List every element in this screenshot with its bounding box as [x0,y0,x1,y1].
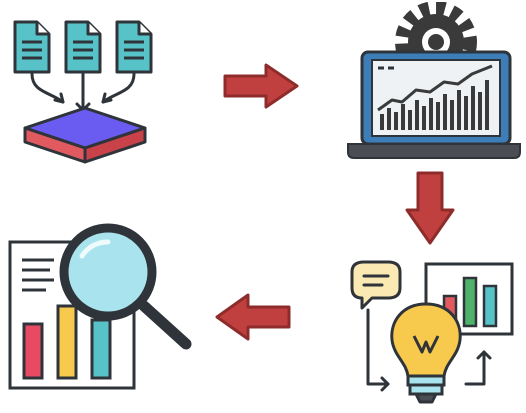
flow-connectors [366,308,492,392]
step-3-insight [344,252,524,410]
lightbulb-icon [390,302,462,404]
step-1-data-collection [5,10,165,165]
laptop-screen [360,50,512,146]
document-icon [64,20,102,74]
documents-to-database-icon [13,20,153,164]
step-4-review [4,220,196,395]
document-icon [13,20,51,74]
laptop-analytics-gear-icon [347,2,521,159]
database-tray [23,106,147,164]
magnifier-icon [59,223,192,350]
insight-lightbulb-chart-icon [350,260,514,404]
step-2-data-analysis [344,2,524,164]
laptop-base [347,143,521,159]
flow-arrows [30,72,136,112]
arrow-down-icon [405,171,455,245]
arrow-left-icon [215,293,291,341]
arrow-right [222,62,300,110]
document-icon [115,20,153,74]
arrow-down [404,170,456,246]
arrow-left [214,292,292,342]
trend-line [377,64,493,112]
magnifier-report-chart-icon [8,223,192,390]
arrow-right-icon [223,63,299,109]
screen-bar-chart [380,80,489,130]
speech-bubble-icon [350,260,402,310]
